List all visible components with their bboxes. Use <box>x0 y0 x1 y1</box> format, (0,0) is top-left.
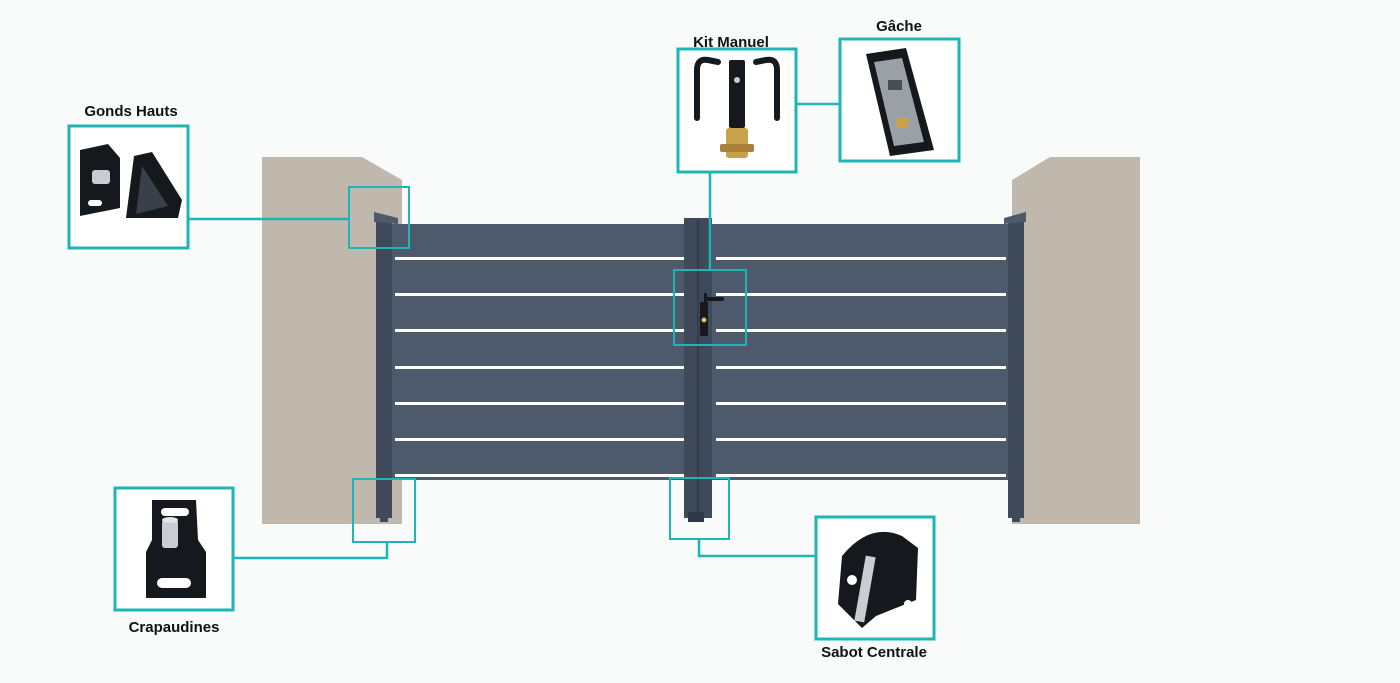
callout-gonds-hauts <box>67 124 190 250</box>
handle-lock-kit-icon <box>694 56 780 158</box>
center-stop-icon <box>838 531 918 628</box>
label-crapaudines: Crapaudines <box>128 619 220 636</box>
gate-handle-icon <box>700 293 724 336</box>
label-gonds-hauts: Gonds Hauts <box>84 103 178 120</box>
callout-sabot-centrale <box>814 515 936 641</box>
center-stiles <box>684 218 712 522</box>
right-pillar <box>1012 157 1140 524</box>
connector-lines <box>188 102 840 560</box>
right-gate-leaf <box>712 224 1008 480</box>
callout-gache <box>838 37 961 163</box>
right-gate-post <box>1004 212 1026 522</box>
callout-kit-manuel <box>676 47 798 174</box>
focus-box-pivot <box>352 478 416 543</box>
focus-box-top-hinge <box>348 186 410 249</box>
left-gate-post <box>374 212 398 522</box>
callout-crapaudines <box>113 486 235 612</box>
left-gate-leaf <box>392 224 685 480</box>
label-gache: Gâche <box>876 18 922 35</box>
top-hinge-icon <box>80 144 182 218</box>
label-kit-manuel: Kit Manuel <box>693 34 769 51</box>
label-sabot-centrale: Sabot Centrale <box>821 644 927 661</box>
pivot-bracket-icon <box>146 500 206 598</box>
strike-plate-icon <box>866 48 934 156</box>
